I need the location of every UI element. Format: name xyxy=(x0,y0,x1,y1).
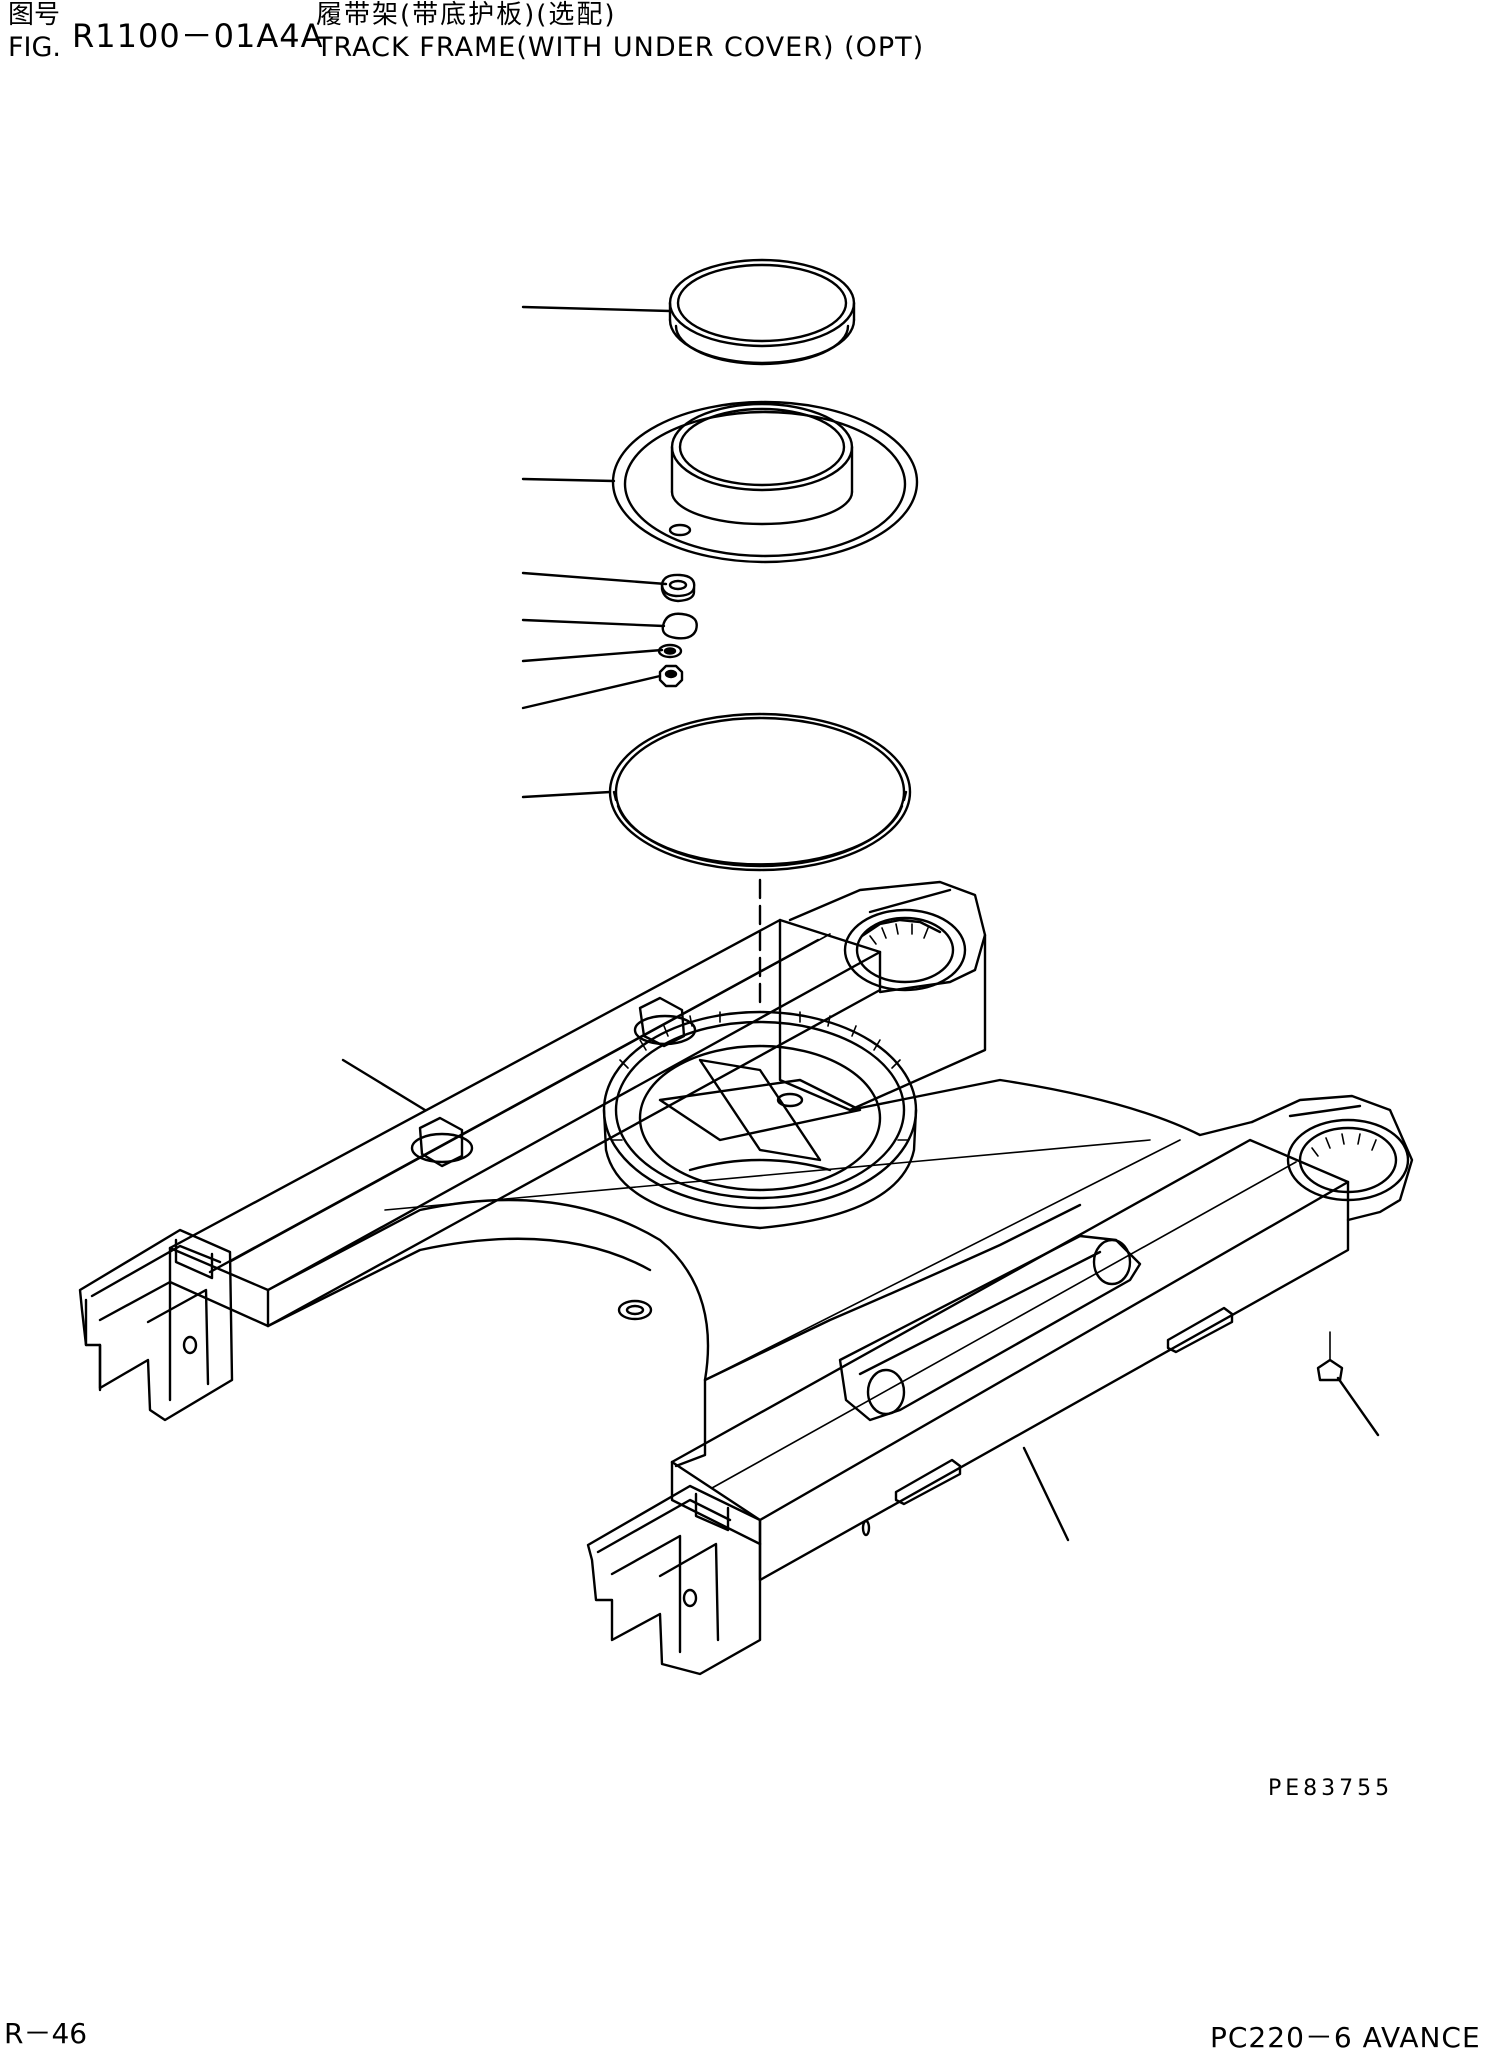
leader-plate xyxy=(523,573,666,584)
fig-number: R1100－01A4A xyxy=(72,17,324,55)
gasket xyxy=(663,614,697,639)
leader-grease-fitting xyxy=(1338,1378,1378,1435)
fig-label-cn: 图号 xyxy=(8,0,61,30)
drawing-number: PE83755 xyxy=(1268,1776,1394,1801)
plate xyxy=(662,575,694,601)
leader-lines xyxy=(343,307,1378,1540)
leader-retainer-ring xyxy=(523,307,670,311)
model-name: PC220－6 AVANCE xyxy=(1210,2021,1481,2054)
page-number: R－46 xyxy=(4,2017,88,2050)
leader-track-frame xyxy=(1024,1448,1068,1540)
bearing-cover xyxy=(613,402,917,562)
washer xyxy=(659,645,681,657)
leader-gasket xyxy=(523,620,664,626)
leader-bearing-cover xyxy=(523,479,614,481)
grease-fitting xyxy=(1318,1332,1342,1380)
o-ring xyxy=(610,714,910,870)
leader-track-frame-bolt xyxy=(343,1060,425,1110)
leader-nut xyxy=(523,676,660,708)
title-en: TRACK FRAME(WITH UNDER COVER) (OPT) xyxy=(316,32,925,63)
leader-washer xyxy=(523,650,662,661)
fig-label-en: FIG. xyxy=(8,32,61,63)
leader-o-ring xyxy=(523,792,610,797)
retainer-ring xyxy=(670,260,854,364)
nut xyxy=(660,666,682,686)
track-frame xyxy=(80,882,1412,1674)
title-cn: 履带架(带底护板)(选配) xyxy=(316,0,617,30)
